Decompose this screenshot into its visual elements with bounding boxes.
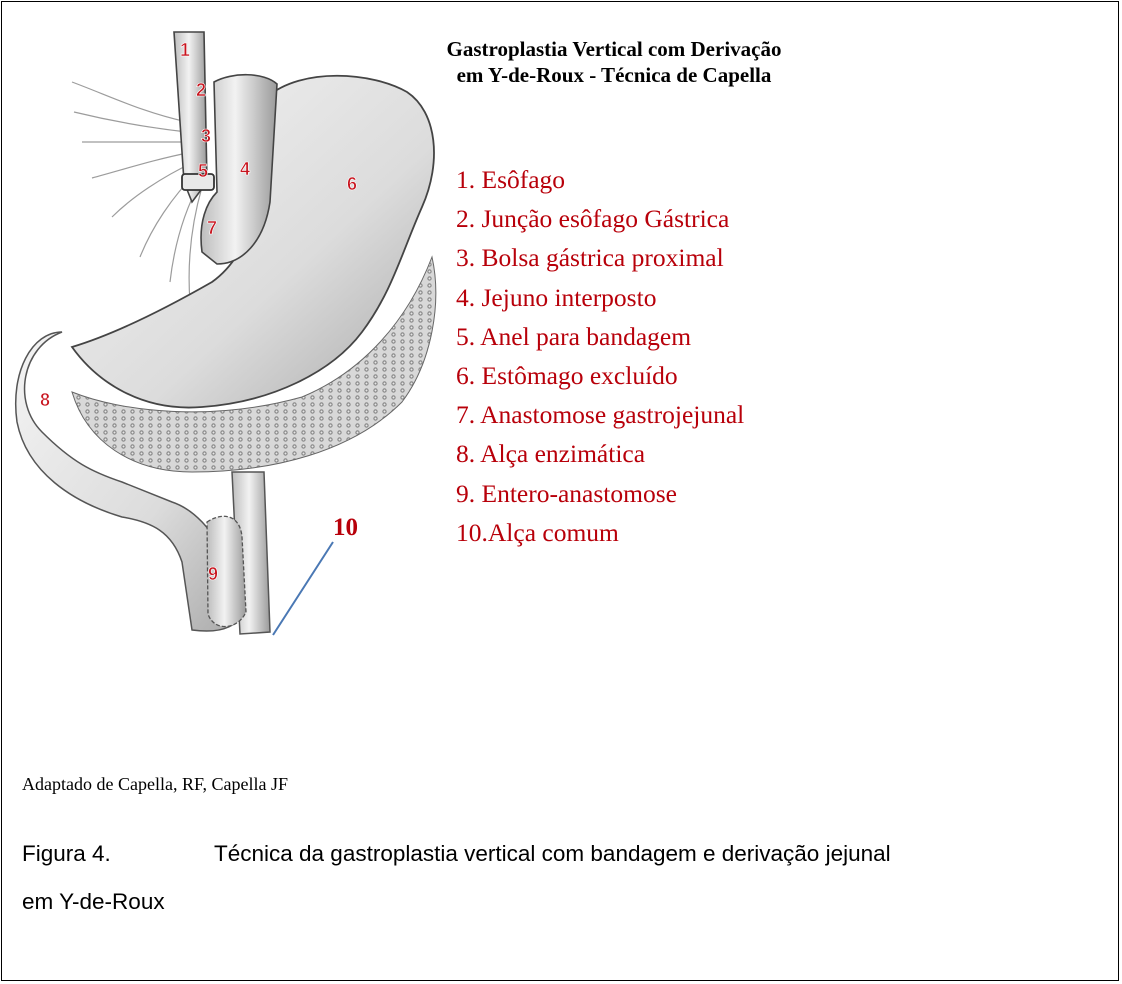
- marker-4: 4: [240, 159, 250, 179]
- legend-item: 4. Jejuno interposto: [456, 278, 744, 317]
- marker-9: 9: [208, 564, 218, 584]
- figure-number: Figura 4.: [22, 830, 214, 878]
- legend-item: 9. Entero-anastomose: [456, 474, 744, 513]
- caption-line-1: Figura 4.Técnica da gastroplastia vertic…: [22, 830, 1102, 878]
- legend-item: 8. Alça enzimática: [456, 434, 744, 473]
- legend-item: 7. Anastomose gastrojejunal: [456, 395, 744, 434]
- legend-item: 5. Anel para bandagem: [456, 317, 744, 356]
- common-limb-pointer-line: [273, 542, 333, 635]
- source-credit: Adaptado de Capella, RF, Capella JF: [22, 774, 288, 795]
- legend-item: 6. Estômago excluído: [456, 356, 744, 395]
- marker-2: 2: [196, 80, 206, 100]
- legend-item: 2. Junção esôfago Gástrica: [456, 199, 744, 238]
- anatomy-legend: 1. Esôfago 2. Junção esôfago Gástrica 3.…: [456, 160, 744, 552]
- marker-5: 5: [198, 161, 208, 181]
- marker-10: 10: [333, 514, 358, 542]
- figure-title-line-1: Gastroplastia Vertical com Derivação: [354, 36, 874, 62]
- legend-item: 1. Esôfago: [456, 160, 744, 199]
- marker-1: 1: [180, 40, 190, 60]
- gastric-bypass-illustration: 1 2 3 4 5 6 7 8 9: [2, 2, 522, 662]
- marker-7: 7: [207, 218, 217, 238]
- legend-item: 3. Bolsa gástrica proximal: [456, 238, 744, 277]
- figure-caption: Figura 4.Técnica da gastroplastia vertic…: [22, 830, 1102, 926]
- caption-line-2: em Y-de-Roux: [22, 878, 1102, 926]
- figure-title: Gastroplastia Vertical com Derivação em …: [354, 36, 874, 88]
- figure-title-line-2: em Y-de-Roux - Técnica de Capella: [354, 62, 874, 88]
- marker-8: 8: [40, 390, 50, 410]
- caption-text-1: Técnica da gastroplastia vertical com ba…: [214, 841, 891, 866]
- legend-item: 10.Alça comum: [456, 513, 744, 552]
- marker-6: 6: [347, 174, 357, 194]
- marker-3: 3: [201, 126, 211, 146]
